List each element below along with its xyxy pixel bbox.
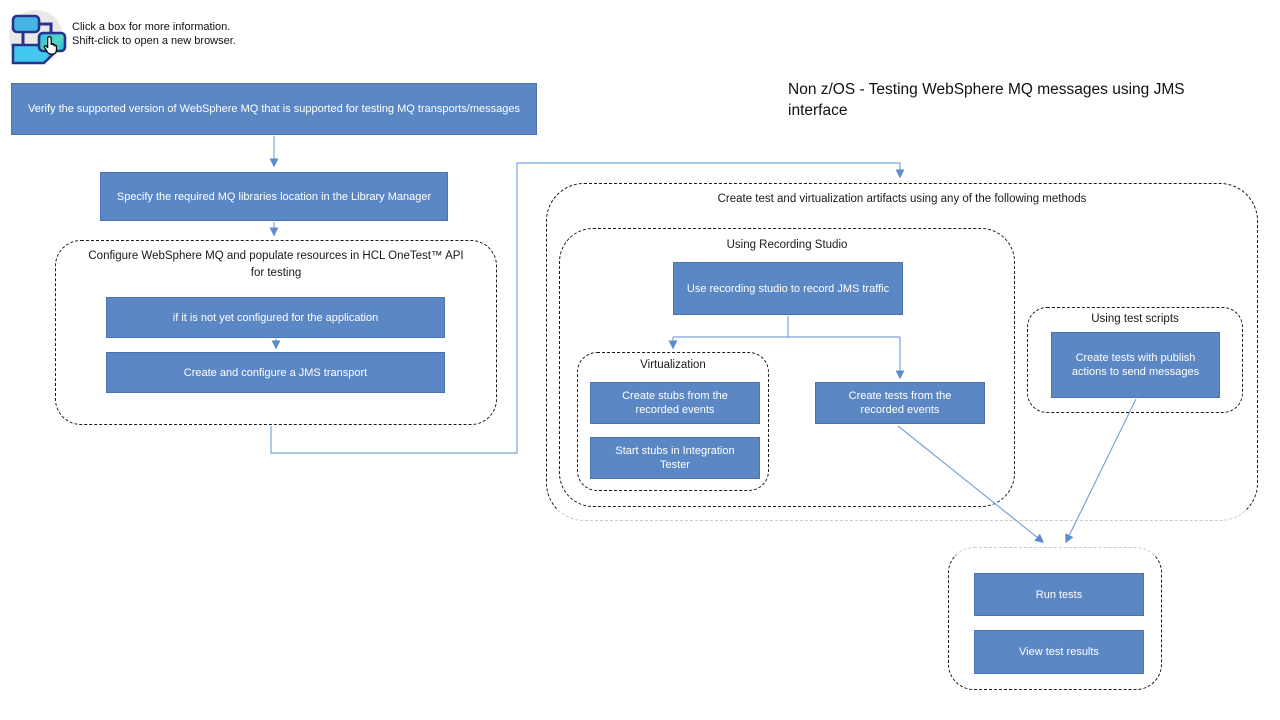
diagram-title: Non z/OS - Testing WebSphere MQ messages…	[788, 81, 1185, 119]
box-verify-supported-version[interactable]: Verify the supported version of WebSpher…	[11, 83, 537, 135]
group-test-scripts-label: Using test scripts	[1091, 313, 1179, 325]
box-create-tests-publish[interactable]: Create tests with publish actions to sen…	[1051, 332, 1220, 398]
box-create-stubs[interactable]: Create stubs from the recorded events	[590, 382, 760, 424]
icon-top-box	[11, 14, 41, 34]
group-run-and-view	[948, 547, 1162, 690]
instructions-line2: Shift-click to open a new browser.	[72, 35, 236, 47]
box-start-stubs[interactable]: Start stubs in Integration Tester	[590, 437, 760, 479]
box-if-not-configured[interactable]: if it is not yet configured for the appl…	[106, 297, 445, 338]
hand-cursor-icon	[43, 36, 58, 55]
box-create-jms-transport[interactable]: Create and configure a JMS transport	[106, 352, 445, 393]
box-use-recording-studio[interactable]: Use recording studio to record JMS traff…	[673, 262, 903, 315]
box-specify-mq-libraries[interactable]: Specify the required MQ libraries locati…	[100, 172, 448, 221]
instructions-text: Click a box for more information. Shift-…	[72, 20, 236, 48]
group-create-artifacts-label: Create test and virtualization artifacts…	[717, 193, 1087, 205]
box-create-tests-recorded[interactable]: Create tests from the recorded events	[815, 382, 985, 424]
clickable-flowchart-icon	[9, 10, 67, 65]
box-view-test-results[interactable]: View test results	[974, 630, 1144, 674]
box-run-tests[interactable]: Run tests	[974, 573, 1144, 616]
group-recording-studio-label: Using Recording Studio	[726, 239, 848, 251]
instructions-line1: Click a box for more information.	[72, 21, 231, 33]
group-configure-label: Configure WebSphere MQ and populate reso…	[88, 250, 464, 279]
group-virtualization-label: Virtualization	[640, 359, 706, 371]
